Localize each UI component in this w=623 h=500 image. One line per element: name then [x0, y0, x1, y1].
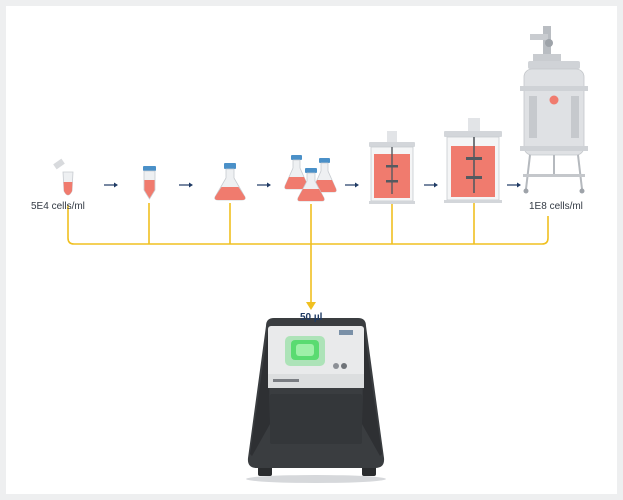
production-bioreactor-icon — [520, 26, 588, 194]
start-density-label: 5E4 cells/ml — [31, 201, 85, 212]
bench-bioreactor-icon — [369, 131, 415, 204]
flow-arrows — [104, 182, 521, 188]
down-arrow-head — [306, 302, 316, 310]
shake-flask-icon — [214, 163, 246, 201]
arrow-icon — [179, 182, 193, 188]
sampling-line-main — [67, 205, 549, 245]
diagram-canvas: 5E4 cells/ml 1E8 cells/ml 50 µl — [6, 6, 617, 494]
arrow-icon — [257, 182, 271, 188]
arrow-icon — [104, 182, 118, 188]
flask-back-left-icon — [284, 155, 309, 190]
end-density-label: 1E8 cells/ml — [529, 201, 583, 212]
workflow-diagram — [53, 26, 588, 483]
cell-counter-instrument — [246, 318, 386, 483]
sampling-lines — [67, 203, 549, 304]
conical-tube-icon — [143, 166, 156, 200]
small-tube-icon — [53, 158, 74, 196]
arrow-icon — [424, 182, 438, 188]
arrow-icon — [345, 182, 359, 188]
flask-front-icon — [297, 168, 325, 202]
flask-cluster-icon — [284, 155, 337, 202]
arrow-icon — [507, 182, 521, 188]
mid-bioreactor-icon — [444, 118, 502, 203]
sample-volume-label: 50 µl — [300, 312, 323, 323]
